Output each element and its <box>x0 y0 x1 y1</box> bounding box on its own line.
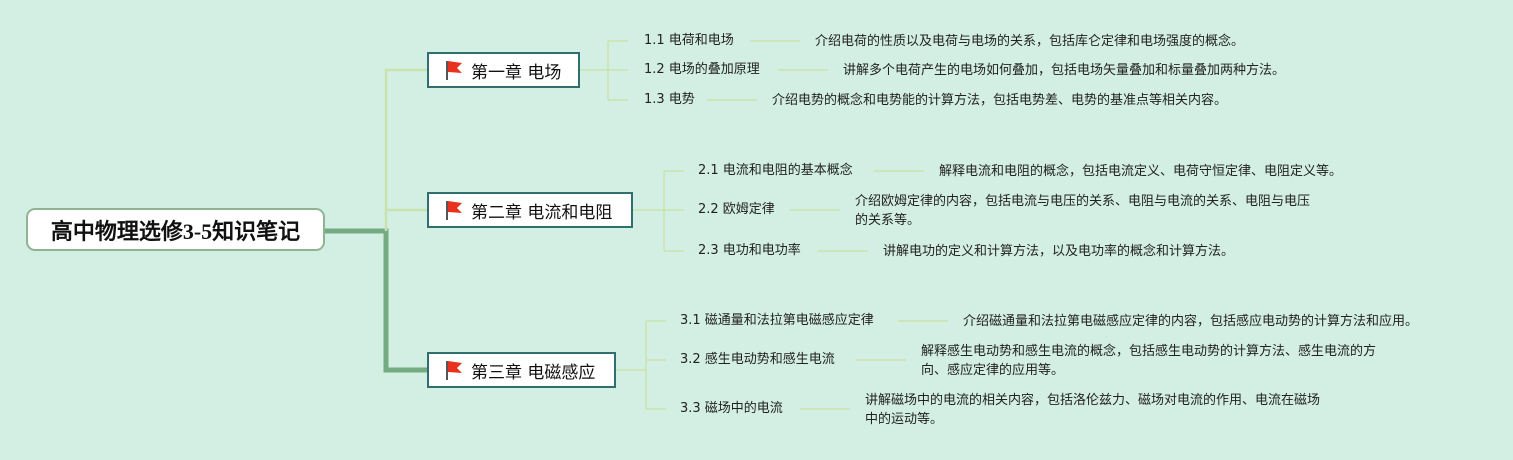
topic-2-3-desc: 讲解电功的定义和计算方法，以及电功率的概念和计算方法。 <box>883 242 1234 261</box>
chapter-2-node[interactable]: 第二章 电流和电阻 <box>427 192 633 228</box>
flag-icon <box>446 361 462 380</box>
desc-line: 介绍电势的概念和电势能的计算方法，包括电势差、电势的基准点等相关内容。 <box>772 93 1228 108</box>
desc-line: 讲解多个电荷产生的电场如何叠加，包括电场矢量叠加和标量叠加两种方法。 <box>843 63 1286 78</box>
root-topic[interactable]: 高中物理选修3-5知识笔记 <box>26 208 325 251</box>
root-topic-label: 高中物理选修3-5知识笔记 <box>50 218 301 244</box>
flag-icon <box>446 201 462 220</box>
topic-2-2[interactable]: 2.2 欧姆定律 <box>698 202 775 217</box>
chapter-3-label: 第三章 电磁感应 <box>471 362 596 383</box>
topic-3-3[interactable]: 3.3 磁场中的电流 <box>680 401 783 416</box>
topic-3-2-desc: 解释感生电动势和感生电流的概念，包括感生电动势的计算方法、感生电流的方 向、感应… <box>921 342 1376 380</box>
topic-2-3[interactable]: 2.3 电功和电功率 <box>698 243 801 258</box>
desc-line: 解释感生电动势和感生电流的概念，包括感生电动势的计算方法、感生电流的方 <box>921 344 1377 359</box>
topic-3-3-desc: 讲解磁场中的电流的相关内容，包括洛伦兹力、磁场对电流的作用、电流在磁场 中的运动… <box>865 391 1320 429</box>
desc-line: 解释电流和电阻的概念，包括电流定义、电荷守恒定律、电阻定义等。 <box>939 164 1343 179</box>
topic-1-2-desc: 讲解多个电荷产生的电场如何叠加，包括电场矢量叠加和标量叠加两种方法。 <box>843 61 1285 80</box>
desc-line: 的关系等。 <box>855 213 921 228</box>
topic-1-1[interactable]: 1.1 电荷和电场 <box>644 33 734 48</box>
chapter-3-node[interactable]: 第三章 电磁感应 <box>427 352 616 388</box>
ch1-sub-lines <box>580 40 628 101</box>
topic-1-1-desc: 介绍电荷的性质以及电荷与电场的关系，包括库仑定律和电场强度的概念。 <box>815 32 1244 51</box>
desc-line: 向、感应定律的应用等。 <box>921 363 1065 378</box>
topic-1-3[interactable]: 1.3 电势 <box>644 92 695 107</box>
ch2-leaf-lines <box>790 170 924 252</box>
topic-2-1-desc: 解释电流和电阻的概念，包括电流定义、电荷守恒定律、电阻定义等。 <box>939 162 1342 181</box>
chapter-1-label: 第一章 电场 <box>471 62 562 83</box>
ch2-sub-lines <box>633 170 684 252</box>
topic-3-1[interactable]: 3.1 磁通量和法拉第电磁感应定律 <box>680 313 874 328</box>
desc-line: 讲解磁场中的电流的相关内容，包括洛伦兹力、磁场对电流的作用、电流在磁场 <box>865 393 1321 408</box>
trunk-line <box>325 228 427 373</box>
topic-1-2[interactable]: 1.2 电场的叠加原理 <box>644 62 760 77</box>
desc-line: 介绍电荷的性质以及电荷与电场的关系，包括库仑定律和电场强度的概念。 <box>815 34 1245 49</box>
branch-line-ch1 <box>384 68 427 231</box>
ch3-sub-lines <box>616 320 666 410</box>
topic-1-3-desc: 介绍电势的概念和电势能的计算方法，包括电势差、电势的基准点等相关内容。 <box>772 91 1227 110</box>
desc-line: 介绍欧姆定律的内容，包括电流与电压的关系、电阻与电流的关系、电阻与电压 <box>855 194 1311 209</box>
desc-line: 介绍磁通量和法拉第电磁感应定律的内容，包括感应电动势的计算方法和应用。 <box>963 314 1419 329</box>
desc-line: 讲解电功的定义和计算方法，以及电功率的概念和计算方法。 <box>883 244 1235 259</box>
topic-3-2[interactable]: 3.2 感生电动势和感生电流 <box>680 352 835 367</box>
topic-2-1[interactable]: 2.1 电流和电阻的基本概念 <box>698 163 853 178</box>
ch1-leaf-lines <box>707 40 828 101</box>
topic-3-1-desc: 介绍磁通量和法拉第电磁感应定律的内容，包括感应电动势的计算方法和应用。 <box>963 312 1418 331</box>
ch3-leaf-lines <box>800 320 948 410</box>
desc-line: 中的运动等。 <box>865 412 944 427</box>
chapter-1-node[interactable]: 第一章 电场 <box>427 52 580 88</box>
topic-2-2-desc: 介绍欧姆定律的内容，包括电流与电压的关系、电阻与电流的关系、电阻与电压 的关系等… <box>855 192 1310 230</box>
chapter-2-label: 第二章 电流和电阻 <box>471 202 613 223</box>
flag-icon <box>446 61 462 80</box>
